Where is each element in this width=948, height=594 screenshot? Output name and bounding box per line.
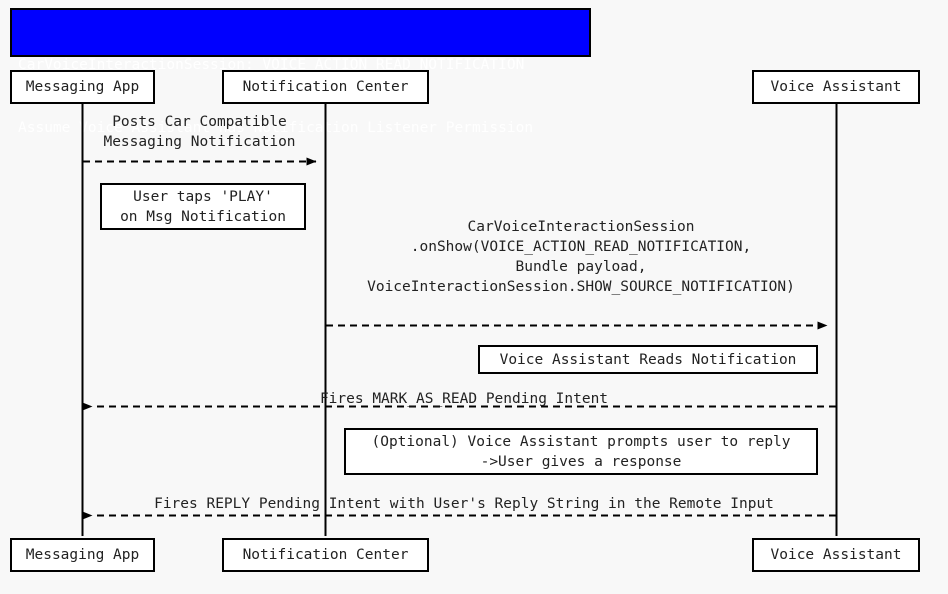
- note-optional-reply-prompt: (Optional) Voice Assistant prompts user …: [344, 428, 818, 475]
- participant-box-messaging-app-top[interactable]: Messaging App: [10, 70, 155, 104]
- participant-box-voice-assistant-bottom[interactable]: Voice Assistant: [752, 538, 920, 572]
- participant-label-notification-center-bottom: Notification Center: [242, 547, 409, 563]
- participant-label-voice-assistant-bottom: Voice Assistant: [770, 547, 902, 563]
- note-optional-reply-line-2: ->User gives a response: [480, 453, 682, 470]
- diagram-title-line-1: CarVoiceInteractionSession: VOICE_ACTION…: [18, 57, 525, 73]
- message-label-reply-intent: Fires REPLY Pending Intent with User's R…: [154, 496, 774, 512]
- participant-label-messaging-app-bottom: Messaging App: [25, 547, 140, 563]
- note-user-taps-play-line-2: on Msg Notification: [120, 208, 286, 225]
- note-user-taps-play-line-1: User taps 'PLAY': [133, 188, 273, 205]
- note-optional-reply-line-1: (Optional) Voice Assistant prompts user …: [371, 433, 791, 450]
- participant-box-messaging-app-bottom[interactable]: Messaging App: [10, 538, 155, 572]
- note-assistant-reads-line-1: Voice Assistant Reads Notification: [499, 351, 797, 368]
- diagram-title-line-2: Assume Voice Assistant has Notification …: [18, 120, 534, 136]
- note-assistant-reads-notification: Voice Assistant Reads Notification: [478, 345, 818, 374]
- participant-label-messaging-app-top: Messaging App: [25, 79, 140, 95]
- message-label-post-notification: Posts Car Compatible Messaging Notificat…: [103, 114, 296, 150]
- message-label-onshow: CarVoiceInteractionSession .onShow(VOICE…: [367, 219, 795, 295]
- participant-box-voice-assistant-top[interactable]: Voice Assistant: [752, 70, 920, 104]
- participant-label-notification-center-top: Notification Center: [242, 79, 409, 95]
- diagram-title-banner: CarVoiceInteractionSession: VOICE_ACTION…: [10, 8, 591, 136]
- participant-box-notification-center-top[interactable]: Notification Center: [222, 70, 429, 104]
- participant-box-notification-center-bottom[interactable]: Notification Center: [222, 538, 429, 572]
- note-user-taps-play: User taps 'PLAY' on Msg Notification: [100, 183, 306, 230]
- participant-label-voice-assistant-top: Voice Assistant: [770, 79, 902, 95]
- message-label-mark-as-read: Fires MARK_AS_READ Pending Intent: [319, 391, 609, 407]
